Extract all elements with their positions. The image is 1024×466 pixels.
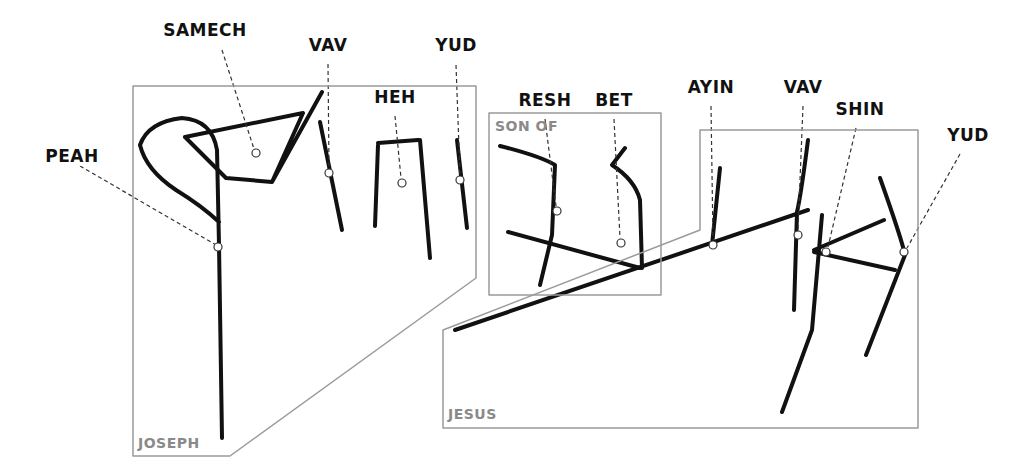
leader-dot xyxy=(214,243,222,251)
leader-dot xyxy=(822,248,830,256)
joseph-group: JOSEPH xyxy=(133,86,476,456)
letter-label: BET xyxy=(593,90,635,110)
leader-dot xyxy=(617,239,625,247)
letter-label: YUD xyxy=(433,35,479,55)
jesus-group: JESUS xyxy=(443,130,918,428)
group-border xyxy=(133,86,476,456)
samech-stroke xyxy=(185,92,322,182)
group-outline xyxy=(489,113,661,295)
leader-dot xyxy=(456,176,464,184)
letter-label: SHIN xyxy=(833,99,886,119)
letter-label: VAV xyxy=(782,77,825,97)
letter-label: YUD xyxy=(945,125,991,145)
peah-stroke xyxy=(140,118,222,438)
vav-stroke xyxy=(320,122,342,230)
heh-stroke xyxy=(375,140,430,258)
leader-dot xyxy=(398,179,406,187)
group-outline xyxy=(443,130,918,428)
group-label: JOSEPH xyxy=(138,435,200,451)
resh-stroke xyxy=(500,146,555,285)
leader-line xyxy=(614,119,620,238)
son-of-group: SON OF xyxy=(489,113,661,295)
leader-dot xyxy=(794,231,802,239)
leader-line xyxy=(711,106,713,240)
leader-dot xyxy=(709,241,717,249)
group-label: SON OF xyxy=(495,118,558,134)
letter-label: RESH xyxy=(516,90,573,110)
leader-dot xyxy=(553,207,561,215)
leader-line xyxy=(907,154,960,248)
leader-line xyxy=(798,106,803,230)
letter-label: SAMECH xyxy=(161,20,249,40)
leader-line xyxy=(456,65,460,175)
leader-dot xyxy=(325,169,333,177)
leader-line xyxy=(828,128,856,247)
leader-line xyxy=(328,64,329,168)
yud-stroke xyxy=(457,140,467,228)
leader-line xyxy=(395,116,401,178)
leader-line xyxy=(80,166,216,245)
leader-dot xyxy=(900,248,908,256)
shin-stroke xyxy=(782,215,895,412)
letter-label: AYIN xyxy=(686,77,736,97)
group-border xyxy=(489,113,661,295)
group-border xyxy=(443,130,918,428)
letter-label: VAV xyxy=(307,35,350,55)
bet-base-stroke xyxy=(508,232,640,268)
group-outline xyxy=(133,86,476,456)
letter-label: HEH xyxy=(372,87,418,107)
letter-label: PEAH xyxy=(43,146,100,166)
leader-line xyxy=(222,50,254,149)
yud-stroke xyxy=(866,178,905,355)
group-label: JESUS xyxy=(448,406,497,422)
baseline-stroke xyxy=(455,210,808,330)
leader-dot xyxy=(252,149,260,157)
bet-stroke xyxy=(612,148,642,268)
